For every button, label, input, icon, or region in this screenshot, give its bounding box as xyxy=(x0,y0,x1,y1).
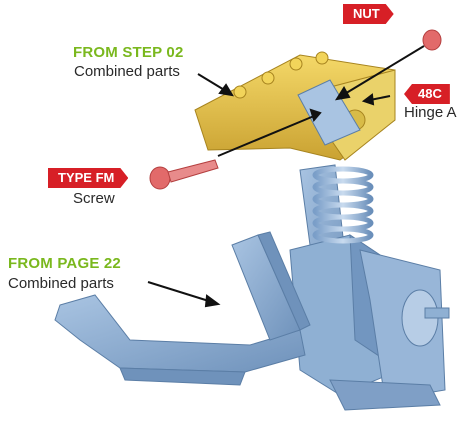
nut-tag-text: NUT xyxy=(353,6,380,21)
part-48c-tag-text: 48C xyxy=(418,86,442,101)
screw-label: Screw xyxy=(73,190,115,207)
type-fm-tag: TYPE FM xyxy=(48,168,128,188)
screw-part xyxy=(150,160,218,189)
arrow-page22 xyxy=(148,282,212,302)
arrow-step02 xyxy=(198,74,226,91)
type-fm-tag-text: TYPE FM xyxy=(58,170,114,185)
hinge-label: Hinge A xyxy=(404,104,457,121)
yellow-plate xyxy=(195,52,395,160)
part-48c-tag: 48C xyxy=(404,84,450,104)
page22-subtitle: Combined parts xyxy=(8,275,114,292)
step02-subtitle: Combined parts xyxy=(74,63,180,80)
spring xyxy=(315,169,371,241)
step02-title: FROM STEP 02 xyxy=(73,44,183,61)
nut-part xyxy=(423,30,441,50)
nut-tag: NUT xyxy=(343,4,394,24)
page22-title: FROM PAGE 22 xyxy=(8,255,121,272)
